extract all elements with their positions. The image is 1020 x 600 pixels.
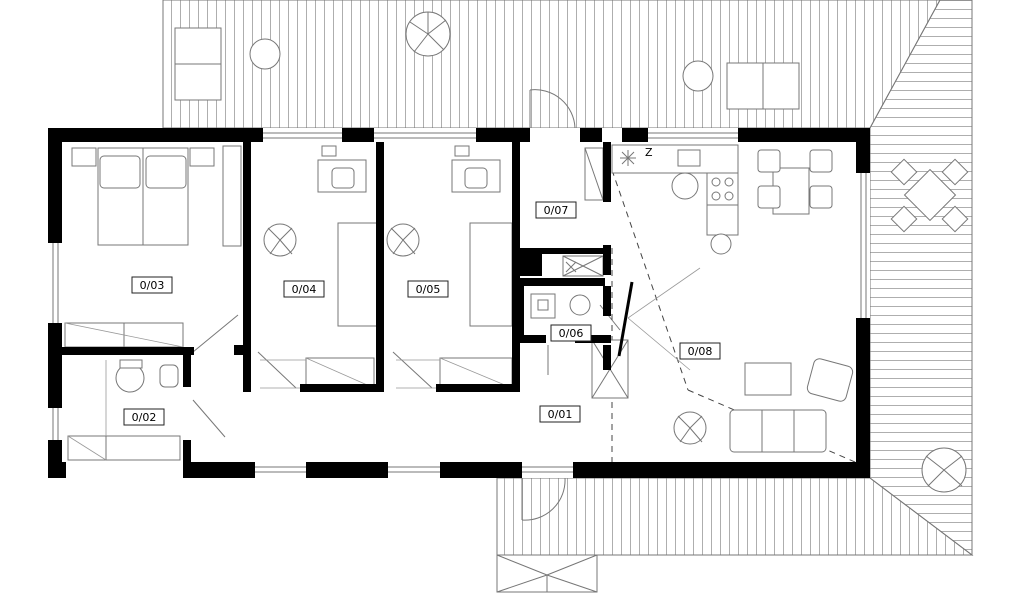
- bathroom-fixtures: [67, 359, 181, 461]
- room-label-text: 0/06: [559, 327, 584, 340]
- room-label-0-01: 0/01: [539, 405, 581, 423]
- room-label-text: 0/07: [544, 204, 569, 217]
- room-label-0-07: 0/07: [535, 201, 577, 219]
- snowflake-icon: [620, 150, 636, 166]
- stove-icon: [565, 261, 577, 273]
- room-label-text: 0/02: [132, 411, 157, 424]
- room-label-text: 0/04: [292, 283, 317, 296]
- dining-table-icon: [757, 149, 833, 215]
- terrace-table-icon: [890, 158, 969, 233]
- walls: [48, 128, 870, 478]
- room-label-0-02: 0/02: [123, 408, 165, 426]
- room-04-furniture: [260, 145, 381, 389]
- bedroom-furniture: [64, 145, 242, 348]
- entrance-steps: [496, 554, 598, 593]
- kitchen-units: [611, 144, 739, 255]
- terrace-north: [162, 0, 941, 129]
- room-label-0-06: 0/06: [550, 324, 592, 342]
- room-label-0-08: 0/08: [679, 342, 721, 360]
- plant-icon: [405, 11, 451, 57]
- terrace-north-furniture: [174, 11, 800, 110]
- room-label-0-03: 0/03: [131, 276, 173, 294]
- room-label-text: 0/03: [140, 279, 165, 292]
- plant-icon: [921, 447, 967, 493]
- living-furniture: [673, 358, 854, 453]
- room-label-text: 0/01: [548, 408, 573, 421]
- sliding-door: [617, 281, 634, 357]
- room-05-furniture: [386, 145, 513, 389]
- room-label-0-05: 0/05: [407, 280, 449, 298]
- room-label-text: 0/08: [688, 345, 713, 358]
- room-label-text: 0/05: [416, 283, 441, 296]
- north-mark: Z: [645, 146, 653, 159]
- wc-fixtures: [530, 147, 629, 399]
- windows: [52, 132, 867, 473]
- room-label-0-04: 0/04: [283, 280, 325, 298]
